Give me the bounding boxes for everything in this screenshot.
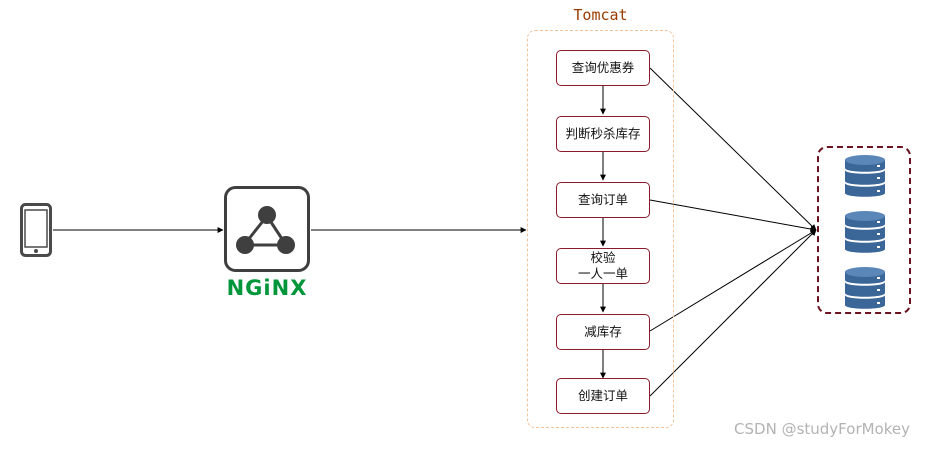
- nginx-logo-text: NGiNX: [226, 276, 308, 300]
- arrow-step1-to-db: [649, 67, 817, 231]
- tomcat-container: [527, 30, 674, 428]
- mobile-phone-icon: [20, 203, 52, 257]
- database-icon: [845, 267, 885, 309]
- arrow-step5-to-db: [649, 229, 817, 332]
- watermark: CSDN @studyForMokey: [734, 420, 910, 438]
- arrow-step6-to-db: [649, 229, 817, 397]
- database-icon: [845, 211, 885, 253]
- database-cluster: [817, 146, 911, 314]
- database-icon: [845, 155, 885, 197]
- nginx-icon: [224, 186, 310, 272]
- step-validate-one-per-user: 校验 一人一单: [556, 248, 650, 284]
- step-create-order: 创建订单: [556, 378, 650, 414]
- step-query-coupon: 查询优惠券: [556, 50, 650, 86]
- step-query-order: 查询订单: [556, 182, 650, 218]
- step-check-stock: 判断秒杀库存: [556, 116, 650, 152]
- tomcat-title: Tomcat: [573, 6, 628, 24]
- step-reduce-stock: 减库存: [556, 314, 650, 350]
- arrow-step3-to-db: [649, 199, 817, 232]
